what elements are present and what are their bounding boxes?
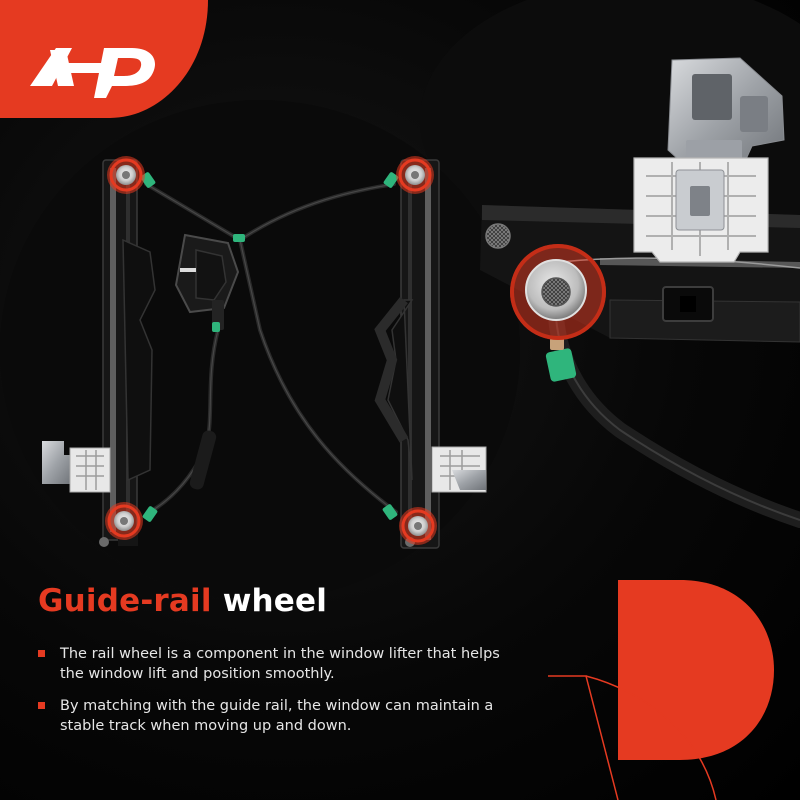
highlighted-guide-rail-wheel (510, 244, 606, 340)
bullet-text: The rail wheel is a component in the win… (60, 646, 500, 682)
list-item: The rail wheel is a component in the win… (38, 644, 508, 684)
list-item: By matching with the guide rail, the win… (38, 696, 508, 736)
right-guide-rail (374, 159, 440, 549)
left-mounting-bracket (42, 441, 111, 493)
wheel-bottom-left (105, 502, 143, 540)
headline: Guide-rail wheel (38, 583, 327, 619)
guide-rail-wheel-closeup (480, 57, 800, 528)
wheel-top-left (107, 156, 145, 194)
right-mounting-bracket (431, 446, 487, 493)
headline-accent: Guide-rail (38, 583, 212, 619)
wheel-top-right (396, 156, 434, 194)
red-square-bullet-icon (38, 702, 45, 709)
wheel-bottom-right (399, 507, 437, 545)
window-regulator-assembly (42, 156, 487, 549)
bullet-text: By matching with the guide rail, the win… (60, 698, 494, 734)
left-guide-rail (99, 159, 156, 547)
decorative-brand-shape (548, 580, 774, 800)
regulator-drum-housing (174, 233, 240, 330)
guide-rail-wheels (105, 156, 437, 545)
logo-mark (30, 48, 156, 98)
brand-logo (0, 0, 208, 118)
headline-rest: wheel (222, 583, 328, 619)
cable-end-connectors (140, 172, 399, 522)
feature-bullet-list: The rail wheel is a component in the win… (38, 644, 508, 748)
red-square-bullet-icon (38, 650, 45, 657)
